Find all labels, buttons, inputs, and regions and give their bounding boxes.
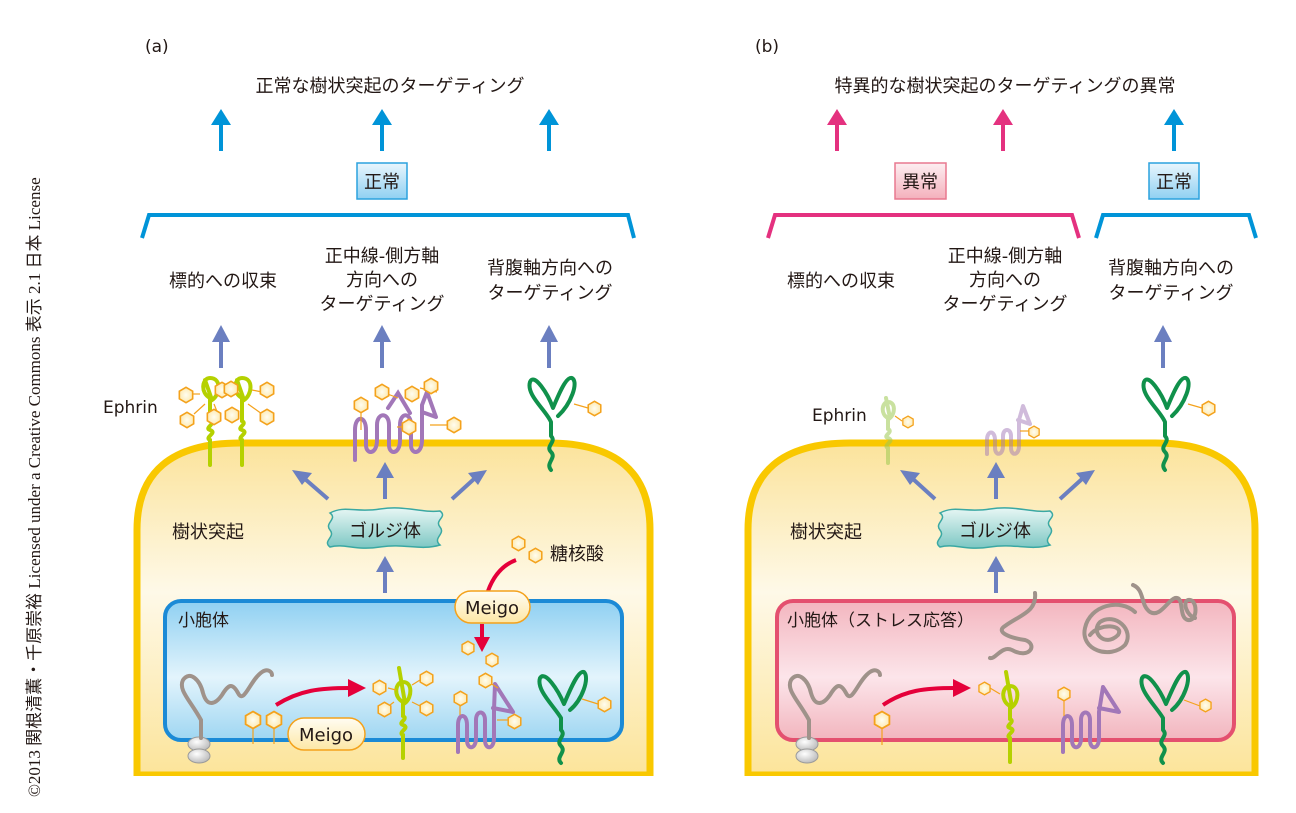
protein-to-target-arrows-b (1154, 325, 1172, 368)
ephrin-protein-in-er (372, 666, 434, 760)
er-label: 小胞体（ストレス応答） (787, 611, 974, 631)
outcome-arrows-normal-b (1164, 109, 1184, 151)
ephrin-label: Ephrin (103, 398, 158, 418)
target-label-midline-1: 正中線-側方軸 (325, 246, 440, 267)
transport-arrow (987, 556, 1005, 593)
purple-protein-in-er (1057, 685, 1121, 754)
panel-b-title: 特異的な樹状突起のターゲティングの異常 (835, 76, 1176, 97)
target-label-convergence: 標的への収束 (169, 271, 277, 292)
golgi: ゴルジ体 (326, 507, 444, 549)
bracket-normal-b (1094, 213, 1258, 239)
purple-protein-in-er (453, 672, 522, 754)
dendrite-label: 樹状突起 (172, 522, 244, 543)
target-label-dorsoventral-1: 背腹軸方向への (1108, 258, 1234, 279)
meigo-protein-top: Meigo (454, 590, 531, 624)
transport-arrow (987, 462, 1005, 499)
panel-a-label: (a) (145, 37, 169, 57)
misfolded-proteins (988, 583, 1198, 661)
panel-b: (b) 特異的な樹状突起のターゲティングの異常 異常 正常 標的への収束 正中線… (740, 37, 1270, 806)
transport-arrow (376, 462, 394, 499)
outcome-arrow (372, 109, 392, 151)
ribosome (187, 736, 211, 764)
golgi: ゴルジ体 (936, 507, 1054, 549)
glycosylation-arrow (274, 679, 366, 707)
status-badge-abnormal: 異常 (894, 162, 947, 200)
glycosylation-arrow (881, 679, 971, 707)
golgi-output-arrows (292, 462, 487, 593)
ephrin-protein-in-er (978, 670, 1020, 764)
er-label: 小胞体 (178, 611, 229, 631)
outcome-arrows-abnormal (827, 109, 1013, 151)
transport-arrow (1154, 325, 1172, 368)
golgi-label: ゴルジ体 (349, 521, 421, 542)
green-protein-in-er (537, 670, 612, 765)
transport-arrow (292, 470, 330, 501)
status-badge-text: 正常 (1156, 172, 1192, 193)
target-label-midline-2: 方向への (346, 270, 418, 291)
meigo-protein-bottom: Meigo (287, 717, 366, 751)
panel-b-label: (b) (755, 37, 779, 57)
ribosome (795, 736, 819, 764)
meigo-label: Meigo (465, 598, 519, 619)
green-protein-in-er (1139, 670, 1212, 765)
er-normal (163, 599, 624, 742)
status-badge-text: 正常 (364, 172, 400, 193)
nascent-polypeptide (179, 668, 274, 740)
target-label-convergence: 標的への収束 (787, 271, 895, 292)
protein-to-target-arrows (212, 325, 558, 368)
nascent-polypeptide (787, 668, 882, 740)
golgi-label: ゴルジ体 (959, 521, 1031, 542)
transport-arrow (900, 470, 937, 501)
outcome-arrow (539, 109, 559, 151)
golgi-output-arrows (900, 462, 1095, 593)
outcome-arrow (827, 109, 847, 151)
transport-arrow (1058, 470, 1095, 501)
panel-a: (a) 正常な樹状突起のターゲティング 正常 標的への収束 正中線-側方軸 方向… (103, 37, 660, 806)
green-membrane-protein (527, 376, 602, 472)
target-label-midline-2: 方向への (969, 270, 1041, 291)
sugar-nucleotide: 糖核酸 (486, 535, 604, 592)
status-badge-normal: 正常 (356, 162, 408, 200)
dolichol-sugar (873, 710, 891, 745)
sugar-nucleotide-label: 糖核酸 (550, 544, 604, 565)
ephrin-protein-reduced (880, 396, 896, 465)
meigo-label-2: Meigo (299, 725, 353, 746)
transport-arrow (540, 325, 558, 368)
target-label-dorsoventral-1: 背腹軸方向への (487, 258, 613, 279)
purple-membrane-protein (353, 377, 462, 462)
target-label-midline-3: ターゲティング (320, 294, 445, 315)
status-badge-text: 異常 (902, 172, 938, 193)
outcome-arrows-normal (211, 109, 559, 151)
target-label-dorsoventral-2: ターゲティング (488, 283, 613, 304)
transport-arrow (450, 470, 487, 501)
bracket-normal (140, 213, 636, 239)
ephrin-label: Ephrin (812, 406, 867, 426)
copyright-credit: ©2013 関根清薫・千原崇裕 Licensed under a Creativ… (25, 177, 44, 797)
purple-protein-reduced (985, 404, 1032, 456)
transport-arrow (212, 325, 230, 368)
outcome-arrow (1164, 109, 1184, 151)
status-badge-normal-b: 正常 (1148, 162, 1200, 200)
dendrite-label: 樹状突起 (790, 522, 862, 543)
green-membrane-protein (1141, 376, 1216, 472)
target-label-midline-3: ターゲティング (943, 294, 1068, 315)
panel-a-title: 正常な樹状突起のターゲティング (256, 76, 525, 97)
outcome-arrow (211, 109, 231, 151)
transport-arrow (373, 325, 391, 368)
target-label-dorsoventral-2: ターゲティング (1109, 283, 1234, 304)
outcome-arrow (993, 109, 1013, 151)
ephrin-protein-glycosylated (178, 375, 275, 467)
bracket-abnormal (766, 213, 1081, 239)
meigo-sugar-transfer-arrow (474, 624, 490, 652)
transport-arrow (376, 556, 394, 593)
dolichol-sugars (244, 710, 283, 744)
target-label-midline-1: 正中線-側方軸 (948, 246, 1063, 267)
